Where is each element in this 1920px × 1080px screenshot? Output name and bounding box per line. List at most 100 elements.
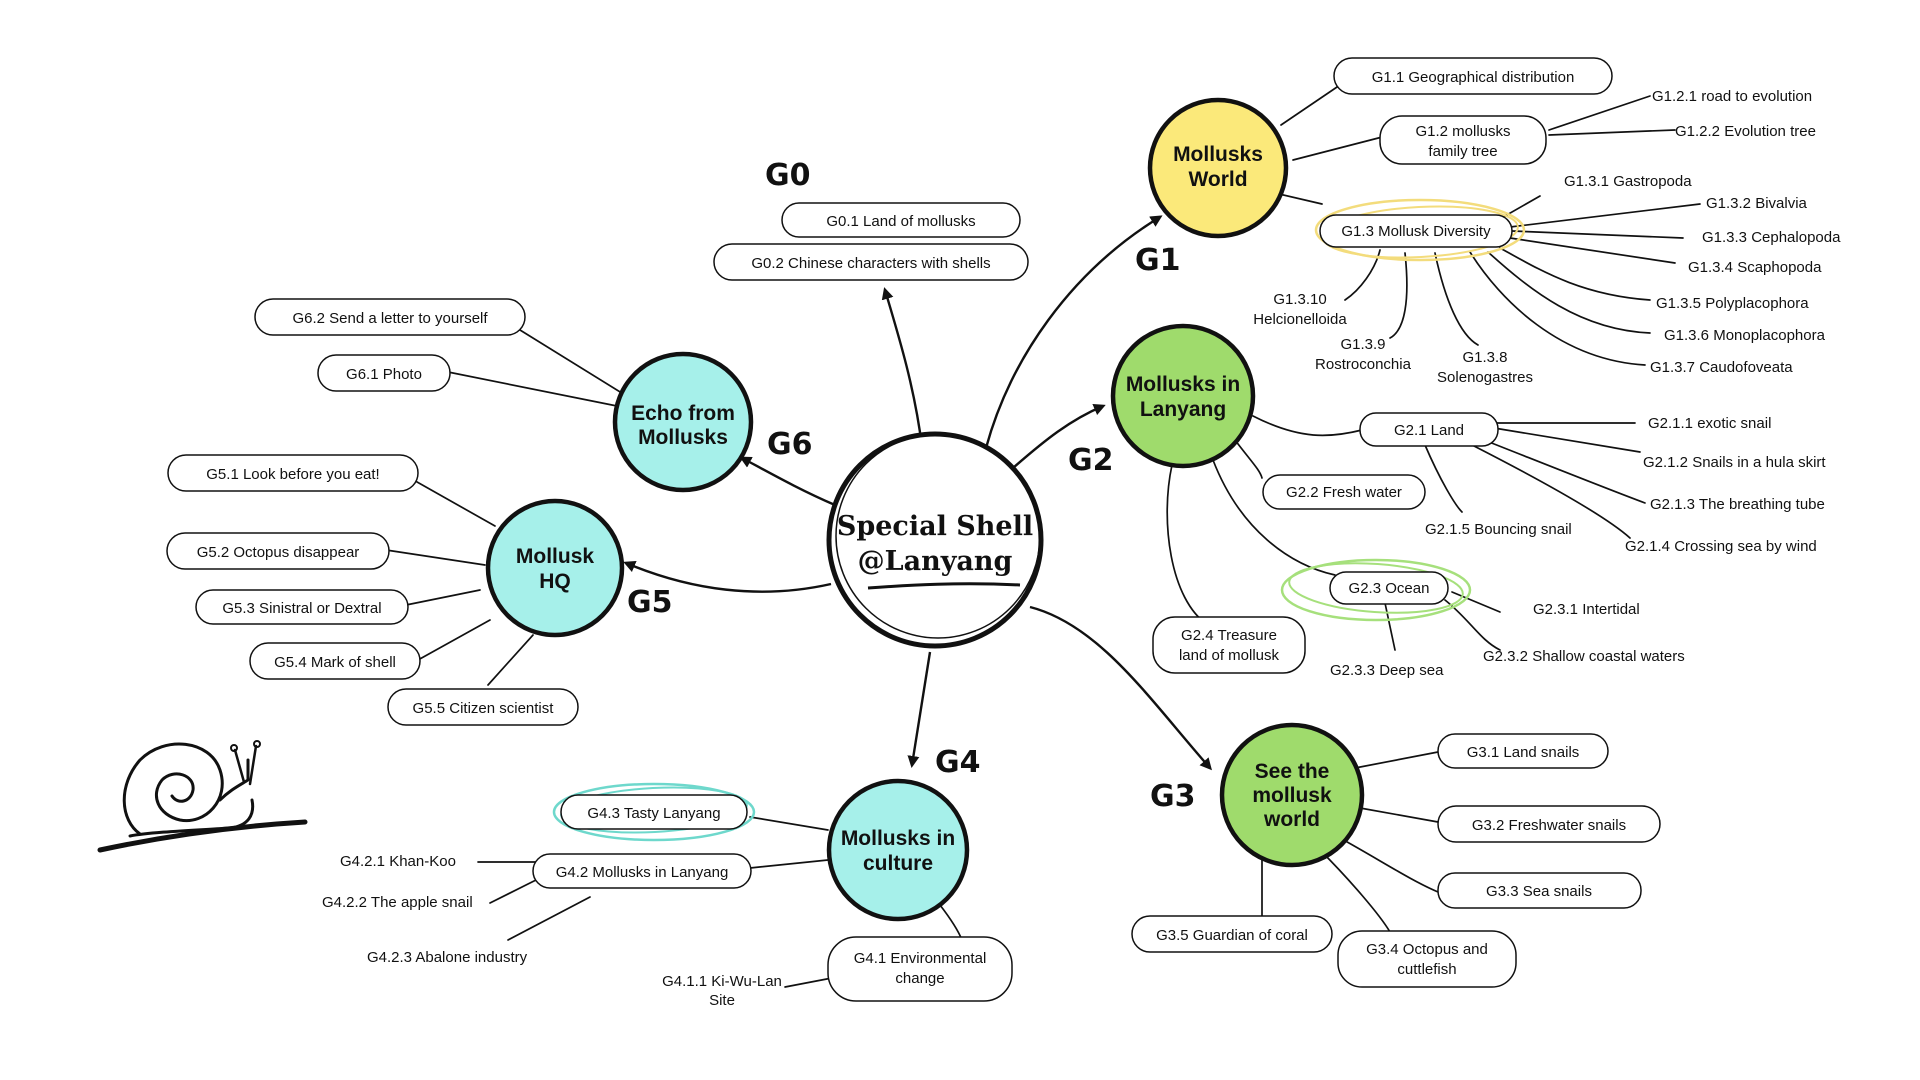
- node-g3-1[interactable]: G3.1 Land snails: [1437, 733, 1609, 769]
- node-g6-2[interactable]: G6.2 Send a letter to yourself: [254, 298, 526, 336]
- g2-node[interactable]: Mollusks in Lanyang: [1110, 323, 1256, 469]
- g6-title-line1: Echo from: [631, 402, 735, 425]
- node-g2-1-1[interactable]: G2.1.1 exotic snail: [1648, 415, 1771, 432]
- node-g2-1-3[interactable]: G2.1.3 The breathing tube: [1650, 496, 1825, 513]
- node-g4-2-2[interactable]: G4.2.2 The apple snail: [322, 894, 473, 911]
- center-arrows: [623, 215, 1212, 771]
- node-g3-1-label: G3.1 Land snails: [1467, 744, 1580, 761]
- g3-tag: G3: [1150, 779, 1196, 814]
- g1-title-line2: World: [1188, 168, 1247, 191]
- node-g0-2-label: G0.2 Chinese characters with shells: [751, 255, 990, 272]
- node-g2-1-4[interactable]: G2.1.4 Crossing sea by wind: [1625, 538, 1817, 555]
- node-g4-2-label: G4.2 Mollusks in Lanyang: [556, 864, 729, 881]
- node-g2-2[interactable]: G2.2 Fresh water: [1262, 474, 1426, 510]
- g6-node[interactable]: Echo from Mollusks: [612, 351, 754, 493]
- g5-title-line1: Mollusk: [516, 545, 594, 568]
- node-g1-3-6[interactable]: G1.3.6 Monoplacophora: [1664, 327, 1826, 344]
- g2-title-line2: Lanyang: [1140, 398, 1226, 421]
- node-g4-1-1-line2: Site: [709, 992, 735, 1009]
- node-g2-3-2[interactable]: G2.3.2 Shallow coastal waters: [1483, 648, 1685, 665]
- g0-tag: G0: [765, 158, 811, 193]
- node-g3-4[interactable]: G3.4 Octopus and cuttlefish: [1337, 930, 1517, 988]
- node-g5-4-label: G5.4 Mark of shell: [274, 654, 396, 671]
- center-node[interactable]: Special Shell @Lanyang: [826, 431, 1044, 649]
- g3-title-line2: mollusk: [1252, 784, 1332, 807]
- node-g5-2-label: G5.2 Octopus disappear: [197, 544, 360, 561]
- node-g3-5-label: G3.5 Guardian of coral: [1156, 927, 1308, 944]
- node-g1-3-5[interactable]: G1.3.5 Polyplacophora: [1656, 295, 1809, 312]
- node-g1-3-9-line2: Rostroconchia: [1315, 356, 1412, 373]
- g5-title-line2: HQ: [539, 570, 571, 593]
- node-g4-2-3[interactable]: G4.2.3 Abalone industry: [367, 949, 528, 966]
- node-g4-1-1-line1[interactable]: G4.1.1 Ki-Wu-Lan: [662, 973, 782, 990]
- node-g5-1[interactable]: G5.1 Look before you eat!: [167, 454, 419, 492]
- center-underline: [867, 582, 1021, 590]
- node-g2-3[interactable]: G2.3 Ocean: [1329, 571, 1449, 605]
- node-g1-1[interactable]: G1.1 Geographical distribution: [1333, 57, 1613, 95]
- node-g4-3[interactable]: G4.3 Tasty Lanyang: [560, 794, 748, 830]
- g4-3-highlight-ring: [552, 782, 756, 842]
- g1-node[interactable]: Mollusks World: [1147, 97, 1289, 239]
- node-g4-1-label-line2: change: [895, 970, 944, 987]
- node-g2-1-5[interactable]: G2.1.5 Bouncing snail: [1425, 521, 1572, 538]
- node-g2-3-label: G2.3 Ocean: [1349, 580, 1430, 597]
- node-g5-2[interactable]: G5.2 Octopus disappear: [166, 532, 390, 570]
- node-g2-2-label: G2.2 Fresh water: [1286, 484, 1402, 501]
- node-g5-4[interactable]: G5.4 Mark of shell: [249, 642, 421, 680]
- node-g1-3-7[interactable]: G1.3.7 Caudofoveata: [1650, 359, 1793, 376]
- g1-tag: G1: [1135, 243, 1181, 278]
- node-g3-3-label: G3.3 Sea snails: [1486, 883, 1592, 900]
- node-g4-1-label-line1: G4.1 Environmental: [854, 950, 987, 967]
- node-g2-1-2[interactable]: G2.1.2 Snails in a hula skirt: [1643, 454, 1826, 471]
- node-g1-3-2[interactable]: G1.3.2 Bivalvia: [1706, 195, 1808, 212]
- node-g5-3-label: G5.3 Sinistral or Dextral: [222, 600, 381, 617]
- node-g4-3-label: G4.3 Tasty Lanyang: [587, 805, 720, 822]
- node-g3-3[interactable]: G3.3 Sea snails: [1437, 872, 1642, 909]
- node-g1-3-1[interactable]: G1.3.1 Gastropoda: [1564, 173, 1692, 190]
- node-g1-2-label-line2: family tree: [1428, 143, 1497, 160]
- g4-tag: G4: [935, 745, 981, 780]
- node-g1-2-1[interactable]: G1.2.1 road to evolution: [1652, 88, 1812, 105]
- node-g4-2[interactable]: G4.2 Mollusks in Lanyang: [532, 853, 752, 889]
- g6-tag: G6: [767, 427, 813, 462]
- node-g5-3[interactable]: G5.3 Sinistral or Dextral: [195, 589, 409, 625]
- snail-icon: [97, 740, 308, 853]
- g3-node[interactable]: See the mollusk world: [1219, 722, 1365, 868]
- node-g1-3-label: G1.3 Mollusk Diversity: [1341, 223, 1491, 240]
- g2-3-highlight-ring: [1280, 558, 1472, 622]
- g5-tag: G5: [627, 585, 673, 620]
- node-g1-2[interactable]: G1.2 mollusks family tree: [1379, 115, 1547, 165]
- node-g1-3-8-line1[interactable]: G1.3.8: [1462, 349, 1507, 366]
- node-g2-4[interactable]: G2.4 Treasure land of mollusk: [1152, 616, 1306, 674]
- node-g5-5-label: G5.5 Citizen scientist: [413, 700, 555, 717]
- g6-title-line2: Mollusks: [638, 426, 728, 449]
- node-g1-3-10-line1[interactable]: G1.3.10: [1273, 291, 1326, 308]
- node-g2-3-3[interactable]: G2.3.3 Deep sea: [1330, 662, 1444, 679]
- node-g1-3-9-line1[interactable]: G1.3.9: [1340, 336, 1385, 353]
- node-g0-1-label: G0.1 Land of mollusks: [826, 213, 975, 230]
- node-g2-1-label: G2.1 Land: [1394, 422, 1464, 439]
- g2-tag: G2: [1068, 443, 1114, 478]
- node-g2-3-1[interactable]: G2.3.1 Intertidal: [1533, 601, 1640, 618]
- node-g1-2-2[interactable]: G1.2.2 Evolution tree: [1675, 123, 1816, 140]
- node-g3-5[interactable]: G3.5 Guardian of coral: [1131, 915, 1333, 953]
- g5-node[interactable]: Mollusk HQ: [485, 498, 625, 638]
- node-g3-2[interactable]: G3.2 Freshwater snails: [1437, 805, 1661, 843]
- node-g0-2[interactable]: G0.2 Chinese characters with shells: [713, 243, 1029, 281]
- node-g0-1[interactable]: G0.1 Land of mollusks: [781, 202, 1021, 238]
- node-g4-2-1[interactable]: G4.2.1 Khan-Koo: [340, 853, 456, 870]
- node-g4-1[interactable]: G4.1 Environmental change: [827, 936, 1013, 1002]
- node-g5-1-label: G5.1 Look before you eat!: [206, 466, 379, 483]
- node-g3-4-label-line1: G3.4 Octopus and: [1366, 941, 1488, 958]
- g3-title-line3: world: [1263, 808, 1320, 831]
- node-g1-3-3[interactable]: G1.3.3 Cephalopoda: [1702, 229, 1841, 246]
- g4-node[interactable]: Mollusks in culture: [826, 778, 970, 922]
- node-g5-5[interactable]: G5.5 Citizen scientist: [387, 688, 579, 726]
- node-g1-3-4[interactable]: G1.3.4 Scaphopoda: [1688, 259, 1822, 276]
- node-g1-3-10-line2: Helcionelloida: [1253, 311, 1347, 328]
- node-g2-1[interactable]: G2.1 Land: [1359, 412, 1499, 447]
- node-g1-3[interactable]: G1.3 Mollusk Diversity: [1319, 214, 1513, 248]
- g4-title-line1: Mollusks in: [841, 827, 955, 850]
- node-g6-1[interactable]: G6.1 Photo: [317, 354, 451, 392]
